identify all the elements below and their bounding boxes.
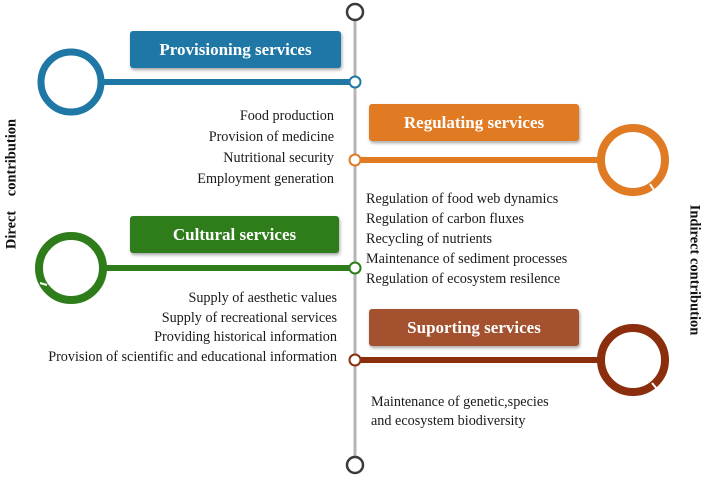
provisioning-list: Food production Provision of medicine Nu…	[197, 106, 334, 190]
cultural-node	[348, 261, 362, 275]
supporting-title: Suporting services	[369, 309, 579, 346]
list-item: Regulation of ecosystem resilence	[366, 271, 561, 287]
provisioning-node	[348, 75, 362, 89]
supporting-connector	[348, 324, 669, 396]
provisioning-connector	[37, 48, 362, 116]
regulating-connector	[348, 124, 669, 196]
list-item: Provision of scientific and educational …	[48, 348, 337, 365]
list-item: Employment generation	[197, 171, 334, 187]
list-item: Maintenance of sediment processes	[366, 251, 568, 267]
provisioning-title: Provisioning services	[130, 31, 341, 68]
cultural-list: Supply of aesthetic values Supply of rec…	[48, 289, 337, 367]
indirect-contribution-label: Indirect contribution	[686, 204, 703, 336]
list-item: Supply of aesthetic values	[188, 290, 337, 306]
list-item: Regulation of food web dynamics	[366, 191, 559, 207]
cultural-connector	[35, 232, 362, 304]
list-item: Maintenance of genetic,species	[371, 394, 549, 410]
list-item: Supply of recreational services	[161, 309, 337, 326]
regulating-list: Regulation of food web dynamics Regulati…	[366, 189, 567, 289]
list-item: Recycling of nutrients	[366, 231, 493, 247]
list-item: Providing historical information	[154, 329, 337, 345]
supporting-node	[348, 353, 362, 367]
list-item: and ecosystem biodiversity	[371, 413, 526, 429]
regulating-title: Regulating services	[369, 104, 579, 141]
supporting-list: Maintenance of genetic,species and ecosy…	[371, 393, 549, 431]
list-item: Food production	[239, 108, 334, 124]
list-item: Regulation of carbon fluxes	[366, 211, 524, 227]
regulating-node	[348, 153, 362, 167]
cultural-title: Cultural services	[130, 216, 339, 253]
list-item: Nutritional security	[223, 150, 334, 166]
direct-contribution-label: Direct contribution	[3, 118, 20, 250]
axis-top-end	[345, 2, 365, 22]
list-item: Provision of medicine	[208, 129, 334, 145]
axis-bottom-end	[345, 455, 365, 475]
